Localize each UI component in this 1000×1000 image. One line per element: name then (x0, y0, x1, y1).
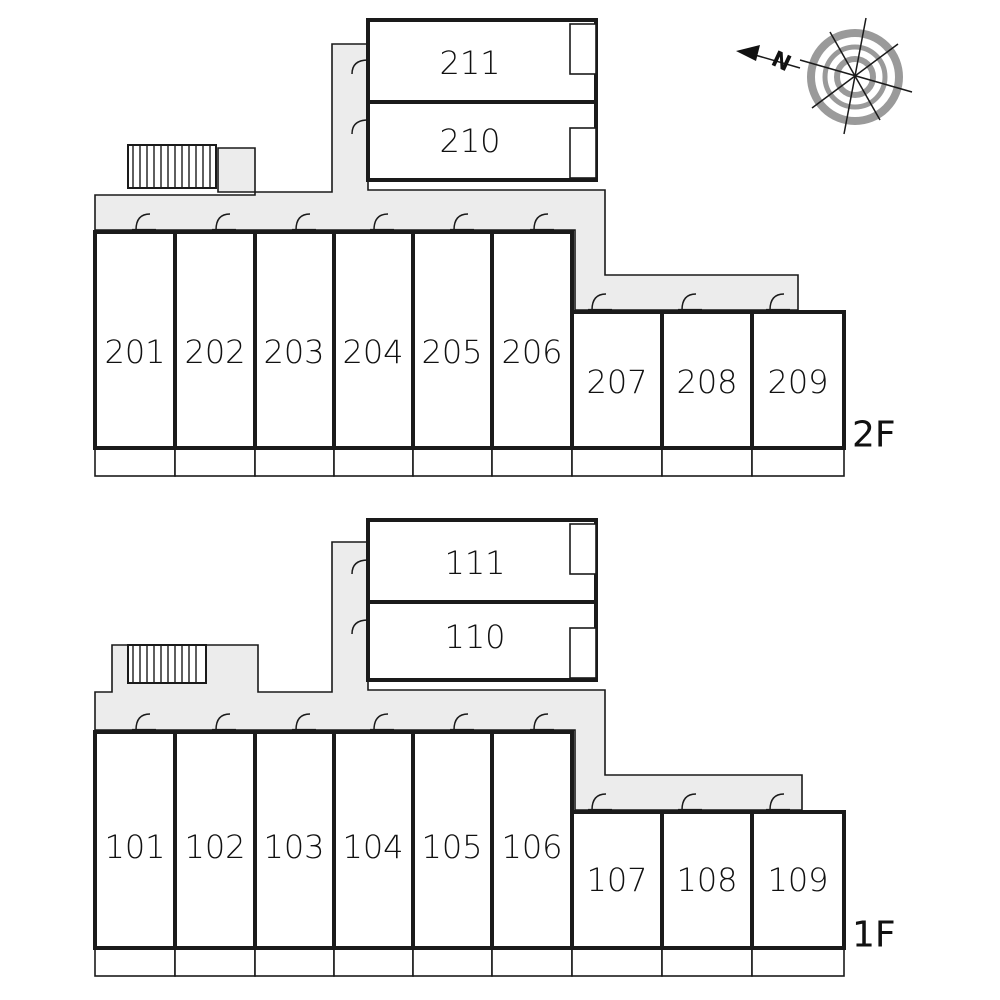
doors-2f (132, 56, 790, 312)
floor-label-1f: 1F (852, 915, 896, 956)
unit-109: 109 (750, 810, 846, 950)
unit-103: 103 (253, 730, 336, 950)
unit-label: 208 (676, 363, 737, 401)
unit-label: 206 (501, 333, 562, 371)
unit-label: 104 (342, 828, 403, 866)
unit-label: 205 (421, 333, 482, 371)
unit-207: 207 (570, 310, 664, 450)
unit-label: 210 (439, 122, 500, 160)
unit-label: 106 (501, 828, 562, 866)
unit-label: 107 (586, 861, 647, 899)
unit-104: 104 (332, 730, 415, 950)
floor-label-2f: 2F (852, 415, 896, 456)
unit-label: 101 (104, 828, 165, 866)
unit-label: 201 (104, 333, 165, 371)
unit-label: 110 (444, 618, 505, 656)
compass: N (736, 17, 913, 135)
corridor-2f (94, 43, 799, 311)
unit-111: 111 (366, 518, 598, 604)
unit-107: 107 (570, 810, 664, 950)
unit-210: 210 (366, 100, 598, 182)
floor-1f: 101 102 103 104 105 106 107 108 (93, 518, 896, 977)
unit-202: 202 (173, 230, 257, 450)
north-arrow-compass-icon (736, 17, 913, 135)
unit-108: 108 (660, 810, 754, 950)
unit-106: 106 (490, 730, 574, 950)
staircase-2f (127, 144, 217, 189)
staircase-1f (127, 644, 207, 684)
unit-label: 108 (676, 861, 737, 899)
unit-204: 204 (332, 230, 415, 450)
unit-105: 105 (411, 730, 494, 950)
unit-label: 102 (184, 828, 245, 866)
unit-206: 206 (490, 230, 574, 450)
unit-205: 205 (411, 230, 494, 450)
doors-1f (132, 556, 790, 812)
unit-label: 203 (263, 333, 324, 371)
unit-110: 110 (366, 600, 598, 682)
unit-label: 209 (767, 363, 828, 401)
compass-north-label: N (767, 47, 794, 77)
unit-label: 207 (586, 363, 647, 401)
unit-211: 211 (366, 18, 598, 104)
corridor-1f (94, 541, 803, 811)
unit-201: 201 (93, 230, 177, 450)
unit-209: 209 (750, 310, 846, 450)
unit-label: 111 (444, 544, 505, 582)
unit-203: 203 (253, 230, 336, 450)
unit-label: 202 (184, 333, 245, 371)
balconies-1f (94, 947, 845, 977)
balconies-2f (94, 447, 845, 477)
unit-label: 109 (767, 861, 828, 899)
unit-101: 101 (93, 730, 177, 950)
unit-102: 102 (173, 730, 257, 950)
floor-2f: 201 202 203 204 205 206 207 208 (93, 18, 896, 477)
unit-label: 105 (421, 828, 482, 866)
unit-208: 208 (660, 310, 754, 450)
unit-label: 204 (342, 333, 403, 371)
unit-label: 103 (263, 828, 324, 866)
unit-label: 211 (439, 44, 500, 82)
